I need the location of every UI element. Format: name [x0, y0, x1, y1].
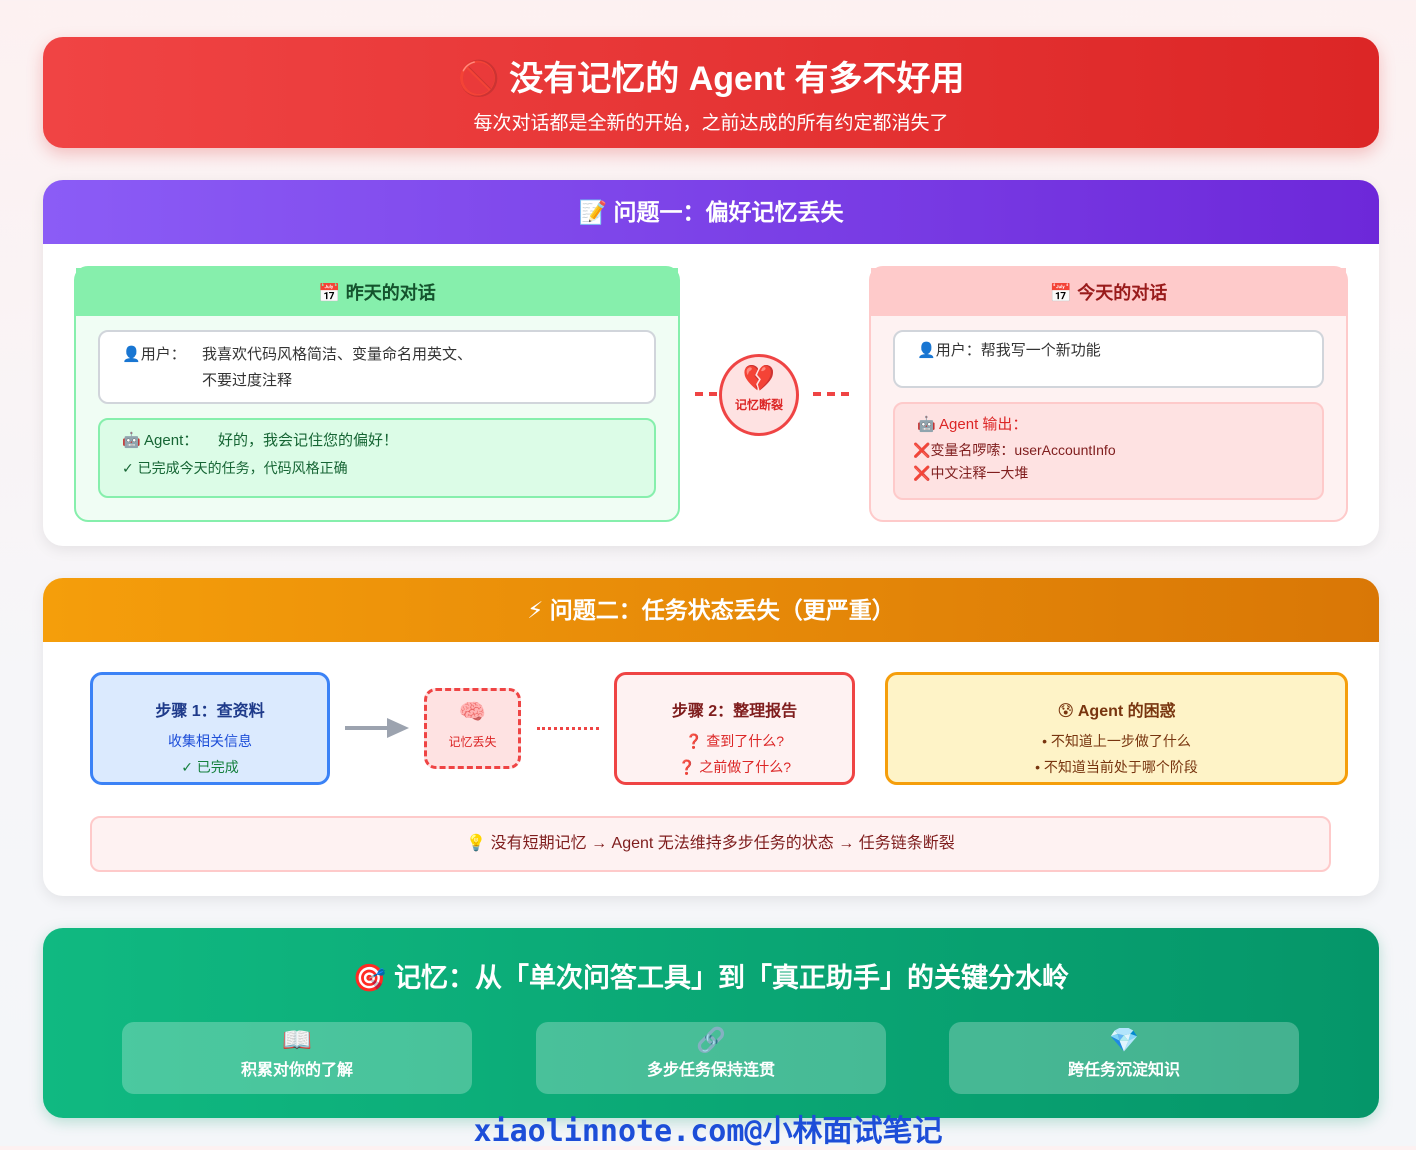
arrow-line	[345, 726, 391, 730]
break-line-left	[695, 392, 717, 396]
user-text-line1: 我喜欢代码风格简洁、变量命名用英文、	[202, 346, 473, 363]
conclusion-section: 🎯 记忆：从「单次问答工具」到「真正助手」的关键分水岭 📖 积累对你的了解 🔗 多步…	[43, 928, 1379, 1118]
confusion-box: 😰 Agent 的困惑 • 不知道上一步做了什么 • 不知道当前处于哪个阶段	[885, 672, 1348, 785]
user-icon: 👤	[917, 342, 936, 359]
user-text: 用户：帮我写一个新功能	[935, 342, 1101, 359]
yesterday-card: 📅 昨天的对话 👤用户： 我喜欢代码风格简洁、变量命名用英文、不要过度注释 🤖 …	[74, 266, 680, 522]
confusion-item: • 不知道当前处于哪个阶段	[1035, 759, 1198, 775]
problem1-title: 问题一：偏好记忆丢失	[613, 199, 844, 225]
step1-desc: 收集相关信息	[168, 733, 252, 749]
step1-box: 步骤 1：查资料 收集相关信息 ✓ 已完成	[90, 672, 330, 785]
benefit-card: 💎 跨任务沉淀知识	[949, 1022, 1299, 1094]
question-icon: ❓	[677, 759, 696, 775]
problem1-header: 📝 问题一：偏好记忆丢失	[43, 180, 1379, 244]
benefit-label: 多步任务保持连贯	[646, 1062, 775, 1079]
robot-icon: 🤖	[122, 432, 141, 449]
error-item: ❌变量名啰嗦：userAccountInfo	[913, 442, 1116, 458]
anxious-face-icon: 😰	[1057, 703, 1075, 720]
confusion-item: • 不知道上一步做了什么	[1042, 733, 1191, 749]
user-text-line2: 不要过度注释	[202, 372, 293, 389]
problem2-section: ⚡ 问题二：任务状态丢失（更严重） 步骤 1：查资料 收集相关信息 ✓ 已完成 …	[43, 578, 1379, 896]
conclusion-title: 🎯 记忆：从「单次问答工具」到「真正助手」的关键分水岭	[352, 963, 1070, 993]
benefit-label: 跨任务沉淀知识	[1067, 1062, 1180, 1079]
step1-status: ✓ 已完成	[181, 759, 239, 775]
today-card: 📅 今天的对话 👤用户：帮我写一个新功能 🤖 Agent 输出： ❌变量名啰嗦：…	[869, 266, 1348, 522]
agent-label: 🤖 Agent：	[122, 432, 199, 449]
user-message: 👤用户：帮我写一个新功能	[893, 330, 1324, 388]
book-icon: 📖	[282, 1027, 312, 1054]
problem1-section: 📝 问题一：偏好记忆丢失 📅 昨天的对话 👤用户： 我喜欢代码风格简洁、变量命名…	[43, 180, 1379, 546]
brain-icon: 🧠	[458, 699, 487, 724]
arrow-right-icon	[387, 718, 409, 738]
user-label: 👤用户：	[122, 346, 186, 363]
agent-output: 🤖 Agent 输出： ❌变量名啰嗦：userAccountInfo ❌中文注释…	[893, 402, 1324, 500]
calendar-icon: 📅	[318, 283, 341, 303]
target-icon: 🎯	[352, 963, 387, 993]
agent-message: 🤖 Agent： 好的，我会记住您的偏好！ ✓ 已完成今天的任务，代码风格正确	[98, 418, 656, 498]
benefit-label: 积累对你的了解	[240, 1062, 353, 1079]
problem2-title: 问题二：任务状态丢失（更严重）	[549, 597, 895, 623]
calendar-icon: 📅	[1049, 283, 1073, 303]
user-icon: 👤	[122, 346, 141, 363]
step2-question: ❓ 查到了什么?	[684, 733, 785, 749]
summary-note: 💡 没有短期记忆 → Agent 无法维持多步任务的状态 → 任务链条断裂	[90, 816, 1331, 872]
lightning-icon: ⚡	[527, 597, 544, 623]
hero-banner: 🚫 没有记忆的 Agent 有多不好用 每次对话都是全新的开始，之前达成的所有约…	[43, 37, 1379, 148]
memo-icon: 📝	[578, 199, 608, 225]
gem-icon: 💎	[1109, 1027, 1139, 1054]
prohibited-icon: 🚫	[457, 60, 500, 98]
memory-break-badge: 💔 记忆断裂	[719, 354, 799, 436]
confusion-title: 😰 Agent 的困惑	[1057, 703, 1176, 720]
hero-subtitle: 每次对话都是全新的开始，之前达成的所有约定都消失了	[473, 113, 949, 134]
memory-lost-box: 🧠 记忆丢失	[424, 688, 521, 769]
benefit-card: 🔗 多步任务保持连贯	[536, 1022, 886, 1094]
broken-heart-icon: 💔	[742, 363, 776, 393]
memory-lost-label: 记忆丢失	[448, 735, 497, 749]
user-message: 👤用户： 我喜欢代码风格简洁、变量命名用英文、不要过度注释	[98, 330, 656, 404]
step2-question: ❓ 之前做了什么?	[677, 759, 792, 775]
yesterday-header: 📅 昨天的对话	[76, 268, 678, 316]
done-status: ✓ 已完成今天的任务，代码风格正确	[122, 460, 348, 476]
problem2-header: ⚡ 问题二：任务状态丢失（更严重）	[43, 578, 1379, 642]
step2-title: 步骤 2：整理报告	[671, 703, 798, 720]
today-title: 今天的对话	[1077, 283, 1168, 303]
cross-icon: ❌	[913, 465, 931, 481]
yesterday-title: 昨天的对话	[345, 283, 436, 303]
cross-icon: ❌	[913, 442, 931, 458]
step1-title: 步骤 1：查资料	[155, 703, 265, 720]
hero-title-text: 没有记忆的 Agent 有多不好用	[509, 60, 965, 98]
link-icon: 🔗	[696, 1027, 726, 1054]
break-line-right	[813, 392, 849, 396]
error-item: ❌中文注释一大堆	[913, 465, 1029, 481]
lightbulb-icon: 💡	[466, 835, 487, 852]
benefit-card: 📖 积累对你的了解	[122, 1022, 472, 1094]
summary-note-text: 没有短期记忆 → Agent 无法维持多步任务的状态 → 任务链条断裂	[490, 835, 955, 852]
agent-output-label: 🤖 Agent 输出：	[917, 416, 1028, 433]
robot-icon: 🤖	[917, 416, 936, 433]
hero-title: 🚫 没有记忆的 Agent 有多不好用	[43, 51, 1379, 100]
dotted-connector	[537, 727, 599, 730]
today-header: 📅 今天的对话	[871, 268, 1346, 316]
memory-break-label: 记忆断裂	[734, 398, 783, 412]
agent-text: 好的，我会记住您的偏好！	[218, 432, 399, 449]
question-icon: ❓	[684, 733, 703, 749]
step2-box: 步骤 2：整理报告 ❓ 查到了什么? ❓ 之前做了什么?	[614, 672, 855, 785]
watermark: xiaolinnote.com@小林面试笔记	[473, 1114, 943, 1149]
